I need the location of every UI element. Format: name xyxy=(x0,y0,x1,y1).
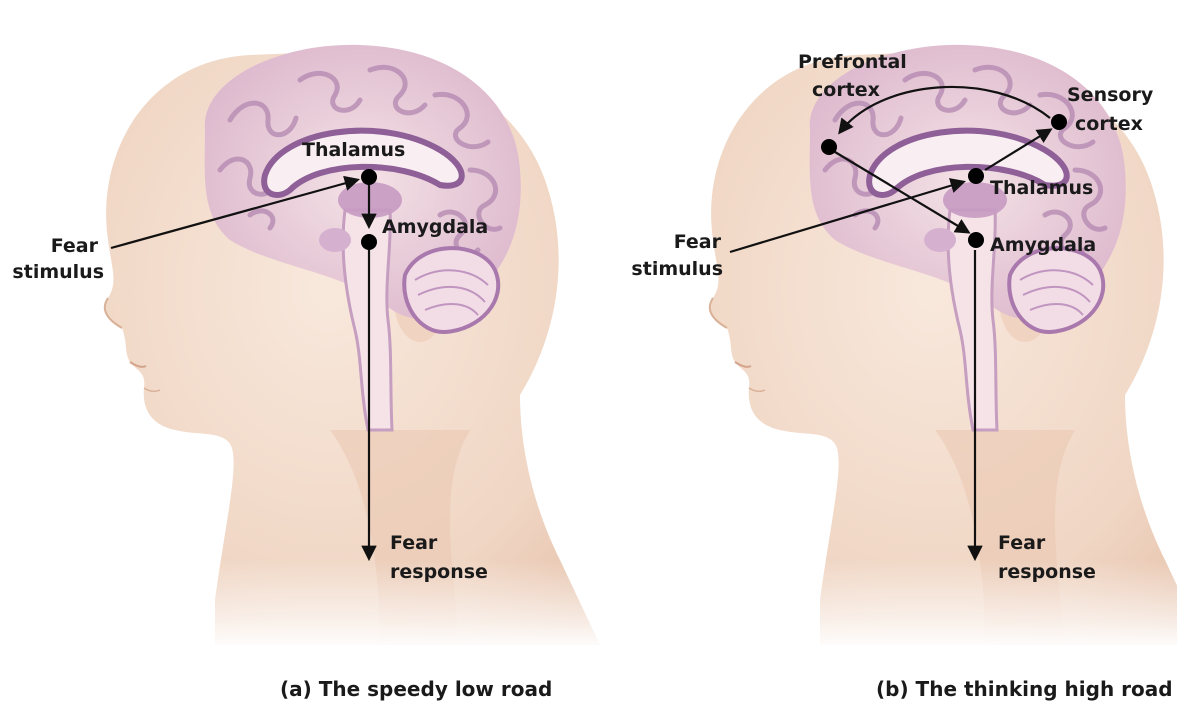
sensory-cortex-marker-b xyxy=(1051,114,1067,130)
prefrontal-cortex-marker-b xyxy=(821,139,837,155)
panel-b: Prefrontal cortex Sensory cortex Thalamu… xyxy=(631,45,1177,701)
sensory-cortex-label-line1: Sensory xyxy=(1067,84,1154,106)
fear-stimulus-label-b-line1: Fear xyxy=(674,231,722,253)
fear-response-label-b-line2: response xyxy=(998,561,1096,583)
fear-stimulus-label-b-line2: stimulus xyxy=(631,258,723,280)
fear-stimulus-label-a-line2: stimulus xyxy=(12,261,104,283)
amygdala-label-b: Amygdala xyxy=(990,234,1096,256)
sensory-cortex-label-line2: cortex xyxy=(1075,113,1143,135)
panel-a: Thalamus Amygdala Fear stimulus Fear res… xyxy=(12,45,620,701)
prefrontal-cortex-label-line2: cortex xyxy=(812,79,880,101)
caption-b: (b) The thinking high road xyxy=(876,677,1173,701)
prefrontal-cortex-label-line1: Prefrontal xyxy=(798,51,907,73)
amygdala-marker-b xyxy=(968,232,984,248)
head-illustration-a xyxy=(100,45,620,650)
fear-response-label-b-line1: Fear xyxy=(998,532,1046,554)
thalamus-label-b: Thalamus xyxy=(990,177,1093,199)
amygdala-marker-a xyxy=(361,234,377,250)
caption-a: (a) The speedy low road xyxy=(280,677,552,701)
amygdala-label-a: Amygdala xyxy=(382,216,488,238)
thalamus-marker-b xyxy=(968,168,984,184)
thalamus-marker-a xyxy=(361,169,377,185)
fear-stimulus-label-a-line1: Fear xyxy=(51,235,99,257)
fear-response-label-a-line2: response xyxy=(390,561,488,583)
fear-response-label-a-line1: Fear xyxy=(390,532,438,554)
head-illustration-b xyxy=(705,45,1177,650)
thalamus-label-a: Thalamus xyxy=(302,139,405,161)
